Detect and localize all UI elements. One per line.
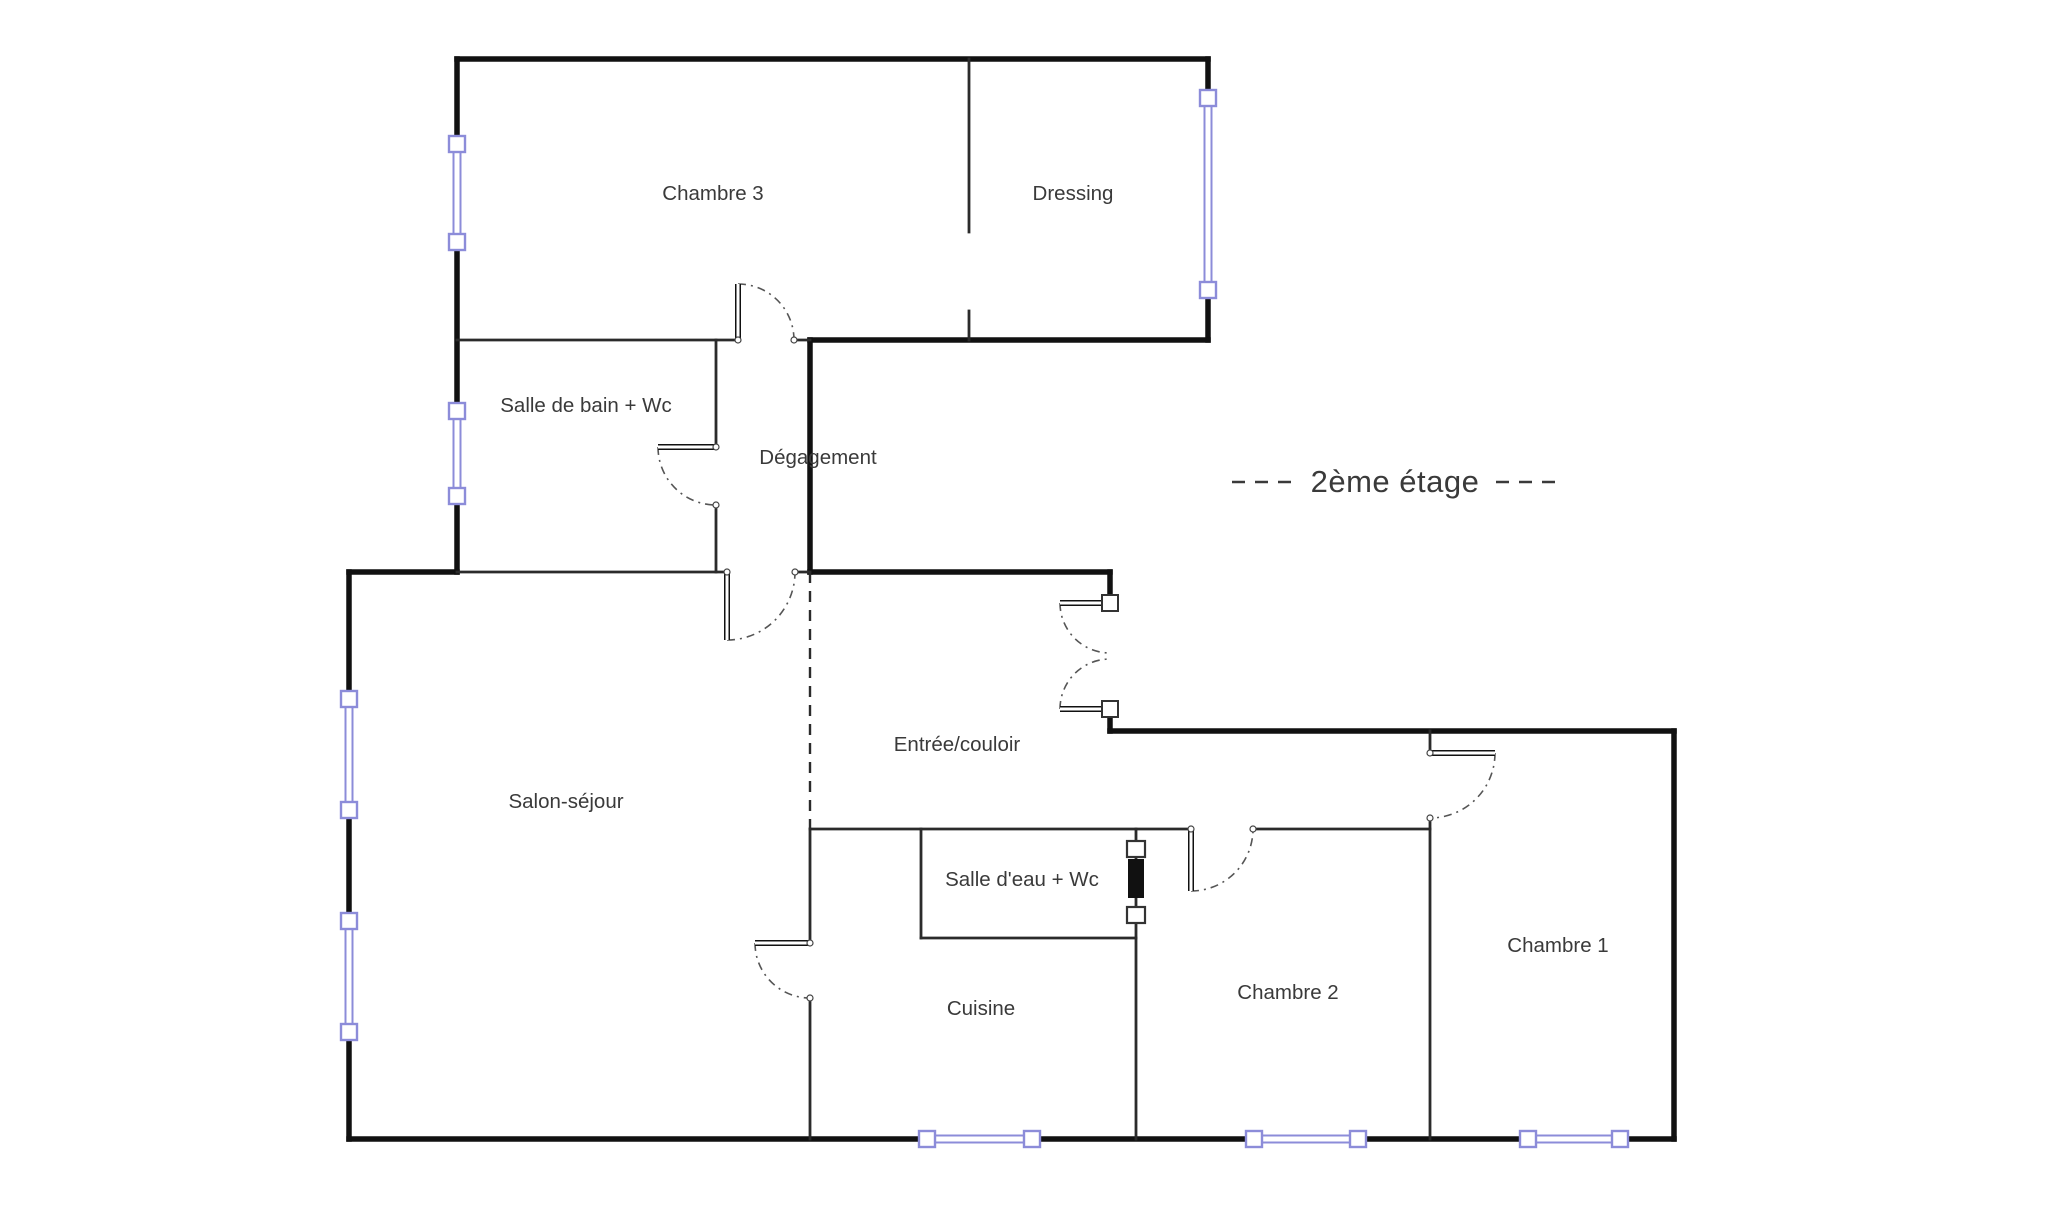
dressing-window bbox=[1198, 88, 1218, 300]
window-end-cap bbox=[1022, 1129, 1042, 1149]
door-hinge-plate bbox=[1101, 700, 1119, 718]
door-swing-arc bbox=[657, 446, 717, 506]
floor-title-group: 2ème étage bbox=[1232, 464, 1560, 499]
door-swing-arc bbox=[737, 283, 795, 341]
door-swing-arc bbox=[726, 571, 796, 641]
door-hinge-plate bbox=[1101, 594, 1119, 612]
room-label-chambre-2: Chambre 2 bbox=[1237, 981, 1338, 1004]
doors bbox=[657, 283, 1496, 1002]
door-jamb-dot bbox=[1249, 825, 1257, 833]
room-label-salon-sejour: Salon-séjour bbox=[508, 790, 623, 813]
door-jamb-dot bbox=[712, 501, 720, 509]
window-end-cap bbox=[339, 800, 359, 820]
windows bbox=[339, 88, 1630, 1149]
room-label-salle-d-eau: Salle d'eau + Wc bbox=[945, 868, 1099, 891]
window-end-cap bbox=[447, 232, 467, 252]
door-jamb-dot bbox=[723, 568, 731, 576]
door-swing-arc bbox=[754, 942, 811, 999]
salle-de-bain-window bbox=[447, 401, 467, 506]
degagement-door bbox=[723, 568, 799, 641]
entrance-door-bottom bbox=[1059, 658, 1119, 718]
chambre-2-window bbox=[1244, 1129, 1368, 1149]
salle-de-bain-door bbox=[657, 443, 720, 509]
window-end-cap bbox=[339, 911, 359, 931]
door-swing-arc bbox=[1190, 828, 1254, 892]
window-gap bbox=[451, 144, 463, 242]
door-end-cap bbox=[1125, 905, 1147, 925]
window-gap bbox=[927, 1133, 1032, 1145]
chambre-1-window bbox=[1518, 1129, 1630, 1149]
room-label-salle-de-bain: Salle de bain + Wc bbox=[500, 394, 672, 417]
window-end-cap bbox=[339, 689, 359, 709]
window-end-cap bbox=[339, 1022, 359, 1042]
salon-window-bottom bbox=[339, 911, 359, 1042]
cuisine-door bbox=[754, 939, 814, 1002]
window-end-cap bbox=[1244, 1129, 1264, 1149]
room-label-degagement: Dégagement bbox=[759, 446, 877, 469]
salon-window-top bbox=[339, 689, 359, 820]
room-label-chambre-1: Chambre 1 bbox=[1507, 934, 1608, 957]
door-jamb-dot bbox=[1187, 825, 1195, 833]
chambre-3-door bbox=[734, 283, 798, 344]
window-end-cap bbox=[1198, 280, 1218, 300]
chambre-3-window bbox=[447, 134, 467, 252]
chambre-2-door bbox=[1187, 825, 1257, 892]
window-gap bbox=[1528, 1133, 1620, 1145]
window-end-cap bbox=[917, 1129, 937, 1149]
door-panel bbox=[1128, 859, 1144, 898]
door-jamb-dot bbox=[1426, 749, 1434, 757]
exterior-walls bbox=[346, 56, 1677, 1142]
window-end-cap bbox=[447, 486, 467, 506]
salle-d-eau-door bbox=[1125, 839, 1147, 925]
room-label-entree-couloir: Entrée/couloir bbox=[894, 733, 1021, 756]
door-jamb-dot bbox=[1426, 814, 1434, 822]
window-end-cap bbox=[447, 401, 467, 421]
door-end-cap bbox=[1125, 839, 1147, 859]
window-gap bbox=[1202, 98, 1214, 290]
door-swing-arc bbox=[1429, 752, 1496, 819]
door-jamb-dot bbox=[712, 443, 720, 451]
window-end-cap bbox=[1348, 1129, 1368, 1149]
window-gap bbox=[343, 921, 355, 1032]
door-jamb-dot bbox=[791, 568, 799, 576]
window-end-cap bbox=[1198, 88, 1218, 108]
entrance-door-top bbox=[1059, 594, 1119, 654]
floor-title-text: 2ème étage bbox=[1311, 464, 1480, 499]
cuisine-window bbox=[917, 1129, 1042, 1149]
interior-walls bbox=[455, 57, 1432, 1141]
room-label-dressing: Dressing bbox=[1033, 182, 1114, 205]
window-gap bbox=[343, 699, 355, 810]
chambre-1-door bbox=[1426, 749, 1496, 822]
window-gap bbox=[451, 411, 463, 496]
room-label-cuisine: Cuisine bbox=[947, 997, 1015, 1020]
window-end-cap bbox=[447, 134, 467, 154]
door-jamb-dot bbox=[806, 939, 814, 947]
door-jamb-dot bbox=[734, 336, 742, 344]
window-gap bbox=[1254, 1133, 1358, 1145]
window-end-cap bbox=[1610, 1129, 1630, 1149]
door-jamb-dot bbox=[806, 994, 814, 1002]
door-jamb-dot bbox=[790, 336, 798, 344]
window-end-cap bbox=[1518, 1129, 1538, 1149]
room-label-chambre-3: Chambre 3 bbox=[662, 182, 763, 205]
